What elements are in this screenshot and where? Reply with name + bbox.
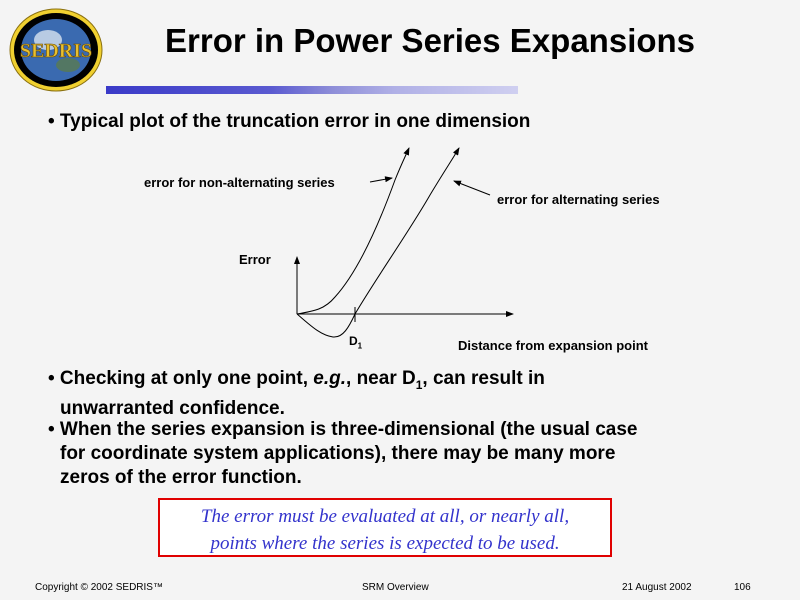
- non-alternating-curve: [296, 147, 410, 315]
- footer-date: 21 August 2002: [622, 582, 692, 593]
- bullet-3: • When the series expansion is three-dim…: [48, 419, 638, 488]
- footer-page-number: 106: [734, 582, 751, 593]
- nonalt-label-arrow: [369, 176, 393, 183]
- y-axis-label: Error: [239, 252, 271, 267]
- footer-center: SRM Overview: [362, 582, 429, 593]
- d1-label: D1: [349, 334, 363, 351]
- sedris-logo: SEDRIS: [8, 7, 104, 93]
- alt-series-label: error for alternating series: [497, 192, 660, 207]
- x-axis-label: Distance from expansion point: [458, 338, 648, 353]
- alt-label-arrow: [453, 180, 491, 196]
- callout-box: The error must be evaluated at all, or n…: [158, 498, 612, 557]
- alternating-curve: [296, 147, 460, 338]
- svg-text:SEDRIS: SEDRIS: [20, 40, 92, 62]
- page-title: Error in Power Series Expansions: [165, 22, 696, 59]
- bullet-1: • Typical plot of the truncation error i…: [48, 111, 531, 132]
- bullet-2: • Checking at only one point, e.g., near…: [48, 368, 545, 419]
- nonalt-series-label: error for non-alternating series: [144, 175, 335, 190]
- title-underline-bar: [106, 86, 518, 94]
- footer-copyright: Copyright © 2002 SEDRIS™: [35, 582, 163, 593]
